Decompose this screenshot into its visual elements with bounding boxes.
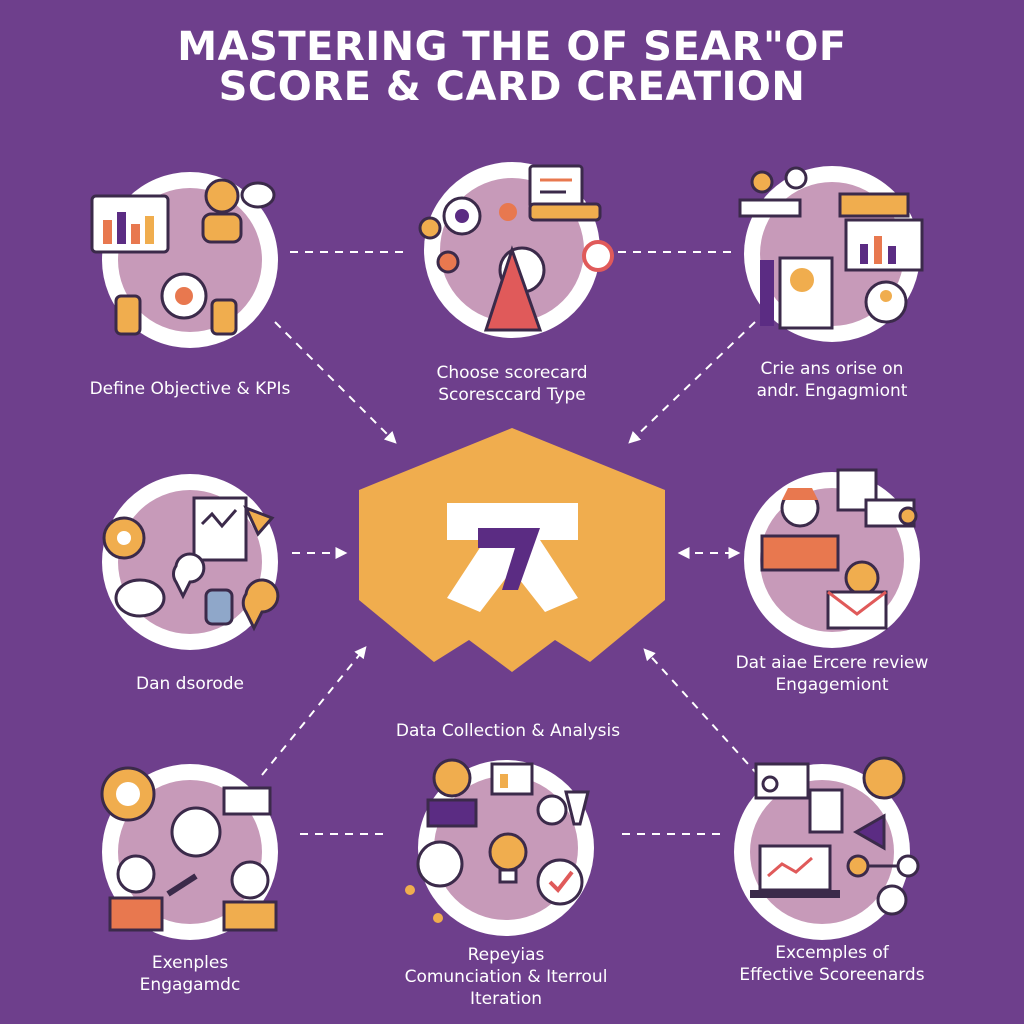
laptop-network-icon bbox=[750, 756, 920, 916]
node-crieans-engagement bbox=[738, 166, 924, 342]
title-line-1: MASTERING THE OF SEAR"OF bbox=[177, 24, 847, 70]
node-exenples-engagamdc bbox=[100, 764, 278, 940]
connector-top-left-to-center bbox=[274, 321, 397, 444]
document-chart-icon bbox=[738, 166, 924, 330]
label-choose-type: Choose scorecard Scoresccard Type bbox=[436, 363, 588, 405]
lightbulb-people-icon bbox=[100, 766, 278, 932]
presenter-bulb-icon bbox=[405, 758, 590, 923]
gears-location-icon bbox=[102, 496, 280, 632]
node-define-objective bbox=[90, 172, 278, 348]
label-dan-dsorode: Dan dsorode bbox=[135, 674, 244, 694]
label-examples-scorecards: Excemples of Effective Scoreenards bbox=[739, 943, 925, 985]
title-line-2: SCORE & CARD CREATION bbox=[218, 64, 806, 110]
node-choose-type bbox=[418, 162, 614, 338]
dashboard-people-icon bbox=[90, 178, 276, 336]
scorecard-hexagon-logo-icon bbox=[359, 428, 665, 672]
node-dan-dsorode bbox=[102, 474, 280, 650]
node-examples-scorecards bbox=[734, 756, 920, 940]
tools-network-icon bbox=[418, 164, 614, 332]
node-review-engagement bbox=[744, 468, 920, 648]
label-define-objective: Define Objective & KPIs bbox=[89, 379, 291, 399]
connectors bbox=[261, 251, 759, 835]
label-communication-iteration: Repeyias Comunciation & Iterroul Iterati… bbox=[404, 945, 608, 1009]
label-exenples-engagamdc: Exenples Engagamdc bbox=[139, 953, 241, 995]
node-communication-iteration bbox=[405, 758, 594, 936]
label-crieans-engagement: Crie ans orise on andr. Engagmiont bbox=[756, 359, 908, 401]
connector-bottom-left-to-center bbox=[261, 646, 367, 776]
person-mail-icon bbox=[760, 468, 918, 630]
label-review-engagement: Dat aiae Ercere review Engagemiont bbox=[735, 653, 929, 695]
label-center: Data Collection & Analysis bbox=[395, 721, 621, 741]
connector-bottom-right-to-center bbox=[643, 648, 759, 776]
